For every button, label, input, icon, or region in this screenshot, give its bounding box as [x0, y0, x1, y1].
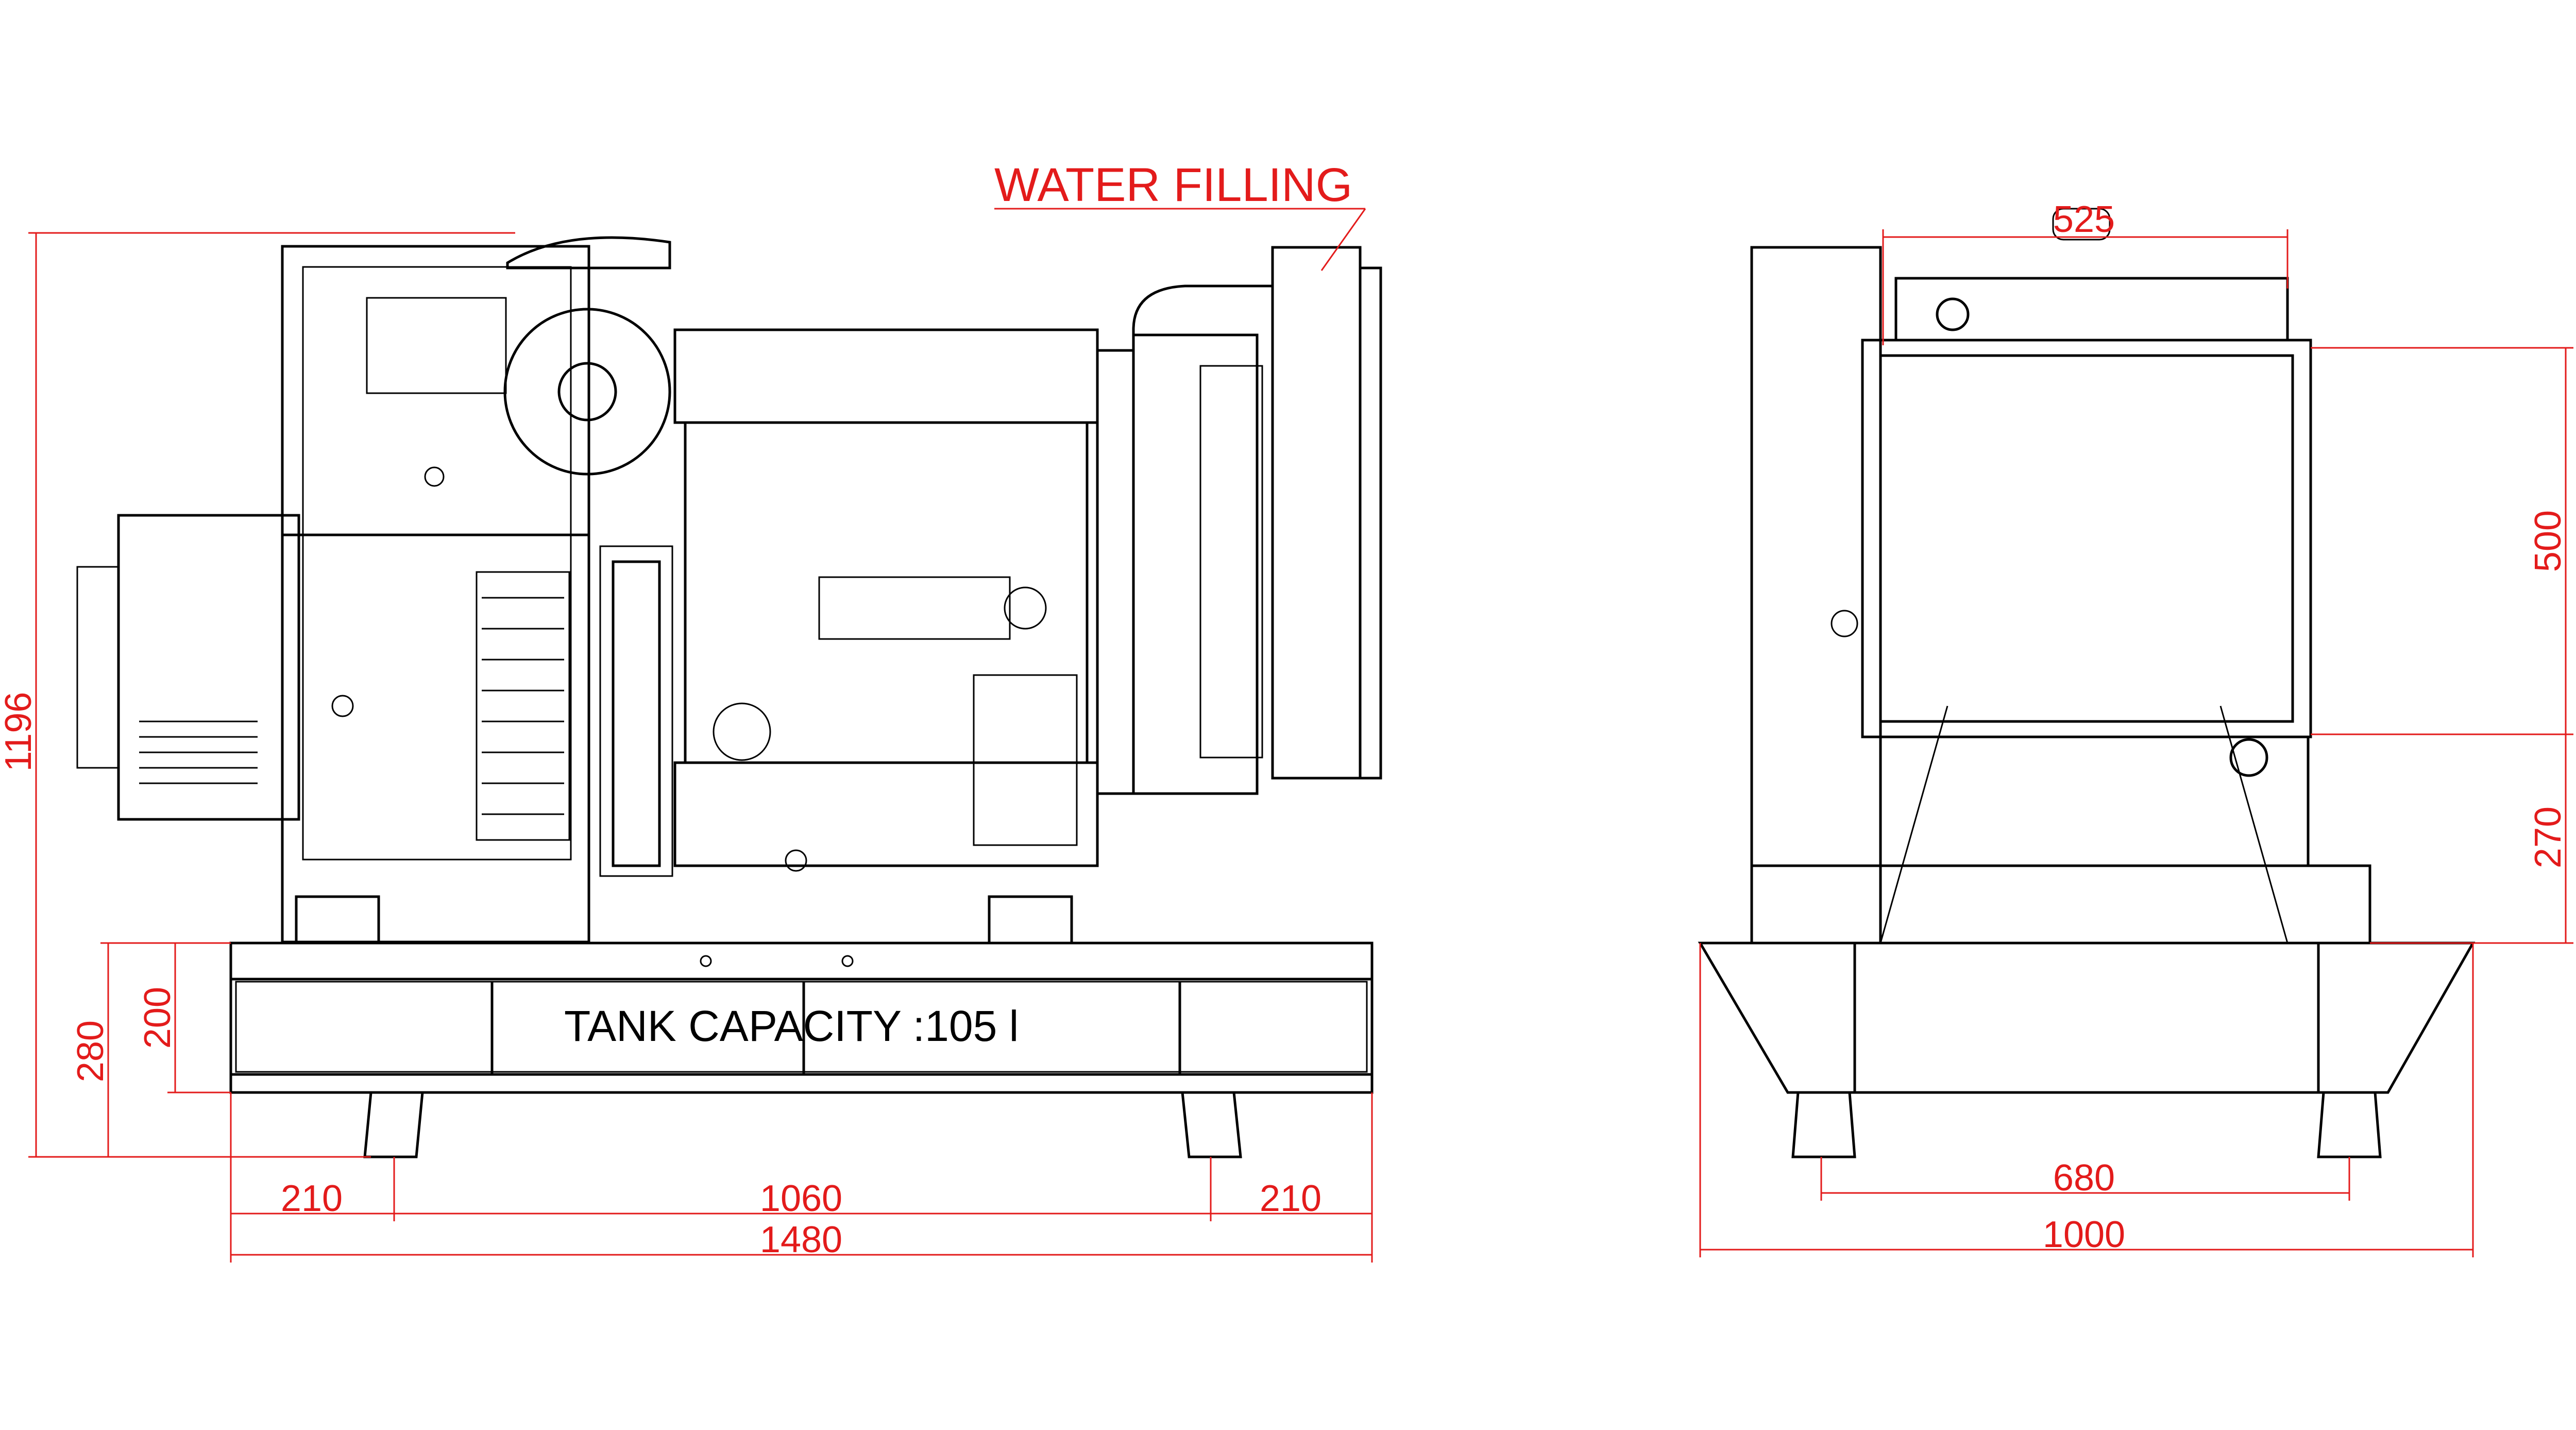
tank-capacity-label: TANK CAPACITY :105 l [564, 1002, 1019, 1050]
dim-overall-height: 1196 [0, 692, 39, 772]
dim-leg-span: 1060 [760, 1178, 842, 1219]
side-view [1698, 208, 2476, 1158]
dim-tank-height: 200 [137, 987, 178, 1049]
dim-left-leg-offset: 210 [281, 1178, 343, 1219]
dim-radiator-height: 500 [2528, 510, 2569, 572]
dim-overall-length: 1480 [760, 1219, 842, 1260]
dim-radiator-width: 525 [2053, 199, 2115, 240]
dim-side-leg-span: 680 [2053, 1157, 2115, 1199]
dim-overall-width: 1000 [2043, 1214, 2125, 1255]
dim-radiator-elevation: 270 [2528, 806, 2569, 868]
dimension-lines [28, 208, 2573, 1263]
front-view [76, 236, 1382, 1158]
dim-frame-height: 280 [70, 1020, 111, 1082]
water-filling-label: WATER FILLING [994, 159, 1352, 211]
dim-right-leg-offset: 210 [1260, 1178, 1321, 1219]
